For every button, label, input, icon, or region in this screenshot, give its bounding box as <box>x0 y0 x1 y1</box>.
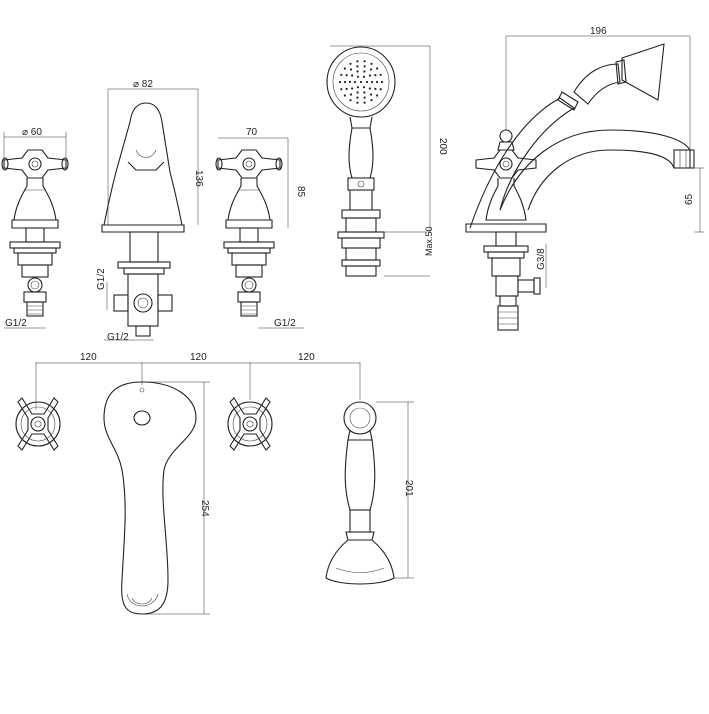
nozzle-dot <box>340 73 343 76</box>
dim-max-deck: Max.50 <box>424 226 434 256</box>
left-valve-front: ⌀ 60 G1/2 <box>1 127 69 329</box>
top-view: 120 120 120 254 <box>15 352 414 615</box>
handshower-top: 201 <box>325 401 414 585</box>
spout-top: 254 <box>103 381 210 615</box>
handshower-front: 200 Max.50 <box>326 45 448 277</box>
nozzle-dot <box>368 87 371 90</box>
nozzle-dot <box>380 80 384 84</box>
nozzle-dot <box>343 67 346 70</box>
nozzle-dot <box>369 93 373 96</box>
nozzle-dot <box>356 60 359 63</box>
dim-thread-diverter: G3/8 <box>536 248 547 270</box>
dim-handle-spacing: 70 <box>246 127 258 138</box>
nozzle-dot <box>343 80 347 84</box>
nozzle-dot <box>349 93 353 96</box>
nozzle-dot <box>349 62 352 65</box>
right-valve-top <box>227 397 273 451</box>
nozzle-dot <box>362 75 366 78</box>
nozzle-dot <box>363 60 366 63</box>
dim-diverter-width: 196 <box>590 26 607 37</box>
nozzle-dot <box>376 94 379 97</box>
dim-handle-height: 85 <box>295 186 306 198</box>
nozzle-dot <box>369 68 373 71</box>
nozzle-dot <box>343 94 346 97</box>
dim-spout-length: 254 <box>199 500 210 517</box>
nozzle-dot <box>340 88 343 91</box>
dim-spout-height: 136 <box>193 170 204 187</box>
nozzle-dot <box>363 101 366 104</box>
nozzle-dot <box>356 91 359 94</box>
dim-spacing-3: 120 <box>298 352 315 363</box>
nozzle-dot <box>356 96 359 99</box>
nozzle-dot <box>379 73 382 76</box>
nozzle-dot <box>351 74 354 77</box>
nozzle-dot <box>362 86 366 89</box>
nozzle-dot <box>345 74 348 77</box>
nozzle-dot <box>356 75 360 78</box>
diverter-side: 196 65 G3/8 <box>465 26 704 331</box>
nozzle-dot <box>368 74 371 77</box>
dim-thread-right-valve: G1/2 <box>274 318 296 329</box>
left-valve-top <box>15 397 61 451</box>
nozzle-dot <box>375 80 379 84</box>
nozzle-dot <box>356 86 360 89</box>
nozzle-dot <box>349 68 353 71</box>
nozzle-dot <box>374 74 377 77</box>
nozzle-dot <box>348 80 352 84</box>
nozzle-dot <box>356 101 359 104</box>
nozzle-dot <box>365 80 369 84</box>
nozzle-dot <box>353 80 357 84</box>
nozzle-dot <box>376 67 379 70</box>
dim-spacing-1: 120 <box>80 352 97 363</box>
nozzle-dot <box>363 70 366 73</box>
dim-spacing-2: 120 <box>190 352 207 363</box>
nozzle-dot <box>363 91 366 94</box>
nozzle-dot <box>356 70 359 73</box>
handshower-nozzles <box>338 60 384 104</box>
nozzle-dot <box>374 87 377 90</box>
dim-thread-left-valve: G1/2 <box>5 318 27 329</box>
nozzle-dot <box>351 87 354 90</box>
nozzle-dot <box>359 80 363 84</box>
dim-thread-spout-side: G1/2 <box>96 268 107 290</box>
spout-front: ⌀ 82 136 G1/2 G1/2 <box>96 79 204 343</box>
nozzle-dot <box>370 80 374 84</box>
nozzle-dot <box>363 96 366 99</box>
dim-spout-diameter: ⌀ 82 <box>133 79 153 90</box>
nozzle-dot <box>370 99 373 102</box>
nozzle-dot <box>356 65 359 68</box>
nozzle-dot <box>363 65 366 68</box>
nozzle-dot <box>370 62 373 65</box>
dim-handle-diameter: ⌀ 60 <box>22 127 42 138</box>
nozzle-dot <box>338 80 342 84</box>
dim-diverter-height: 65 <box>684 193 695 205</box>
dim-thread-spout-bottom: G1/2 <box>107 332 129 343</box>
nozzle-dot <box>379 88 382 91</box>
nozzle-dot <box>345 87 348 90</box>
right-valve-front: 70 85 G1/2 <box>215 127 306 329</box>
nozzle-dot <box>349 99 352 102</box>
dim-handshower-height: 200 <box>437 138 448 155</box>
dim-holder-length: 201 <box>403 480 414 497</box>
